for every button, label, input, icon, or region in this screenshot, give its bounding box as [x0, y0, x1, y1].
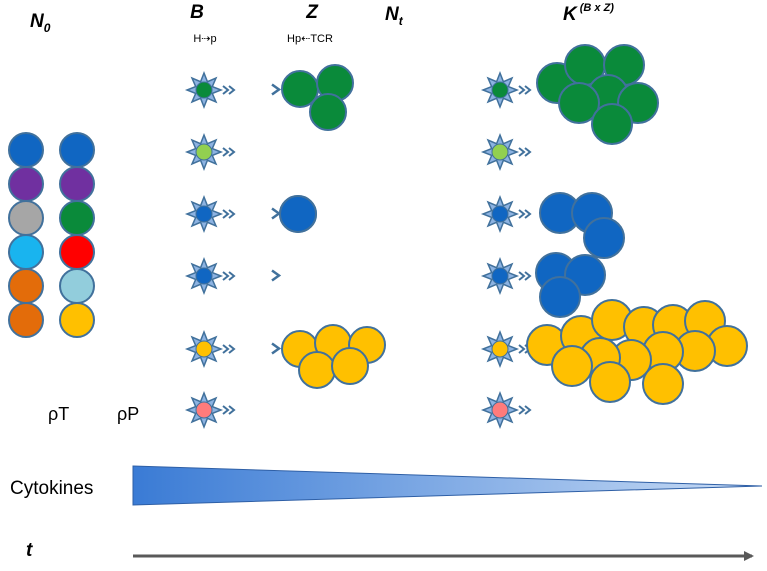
n0-cell: [8, 132, 44, 168]
rho-p-label: ρP: [117, 404, 139, 424]
z-cell: [279, 195, 317, 233]
nt-cell-star: [480, 70, 532, 110]
tcr-receptor: [271, 269, 282, 282]
nt-cell-star: [480, 329, 532, 369]
n0-cell: [8, 166, 44, 202]
clone-row: [184, 390, 532, 430]
k-cell: [539, 276, 581, 318]
n0-cell-columns: [8, 132, 95, 338]
k-cell: [642, 363, 684, 405]
k-cell: [583, 217, 625, 259]
b-cell-star: [184, 70, 236, 110]
header-z-note: Hp⇠TCR: [287, 33, 333, 45]
header-k: K(B x Z): [563, 2, 614, 25]
k-cell: [591, 103, 633, 145]
n0-cell: [59, 200, 95, 236]
n0-cell: [8, 200, 44, 236]
nt-cell-star: [480, 194, 532, 234]
n0-cell: [59, 132, 95, 168]
b-cell-star: [184, 329, 236, 369]
z-cell: [309, 93, 347, 131]
n0-cell: [59, 302, 95, 338]
clone-row: [184, 192, 625, 259]
header-nt: Nt: [385, 4, 404, 28]
b-cell-star: [184, 194, 236, 234]
n0-cell: [8, 268, 44, 304]
time-label: t: [26, 540, 33, 561]
clone-rows: [184, 44, 748, 430]
n0-cell: [59, 234, 95, 270]
nt-cell-star: [480, 132, 532, 172]
tcr-receptor: [271, 207, 282, 220]
clone-row: [184, 132, 532, 172]
k-cell: [551, 345, 593, 387]
header-b-note: H⇢p: [193, 33, 216, 45]
z-cell: [298, 351, 336, 389]
tcr-receptor: [271, 342, 282, 355]
b-cell-star: [184, 390, 236, 430]
z-cell: [331, 347, 369, 385]
b-cell-star: [184, 132, 236, 172]
n0-cell: [59, 166, 95, 202]
cytokines-label: Cytokines: [10, 478, 93, 499]
tcr-receptor: [271, 83, 282, 96]
clone-row: [184, 44, 659, 145]
nt-cell-star: [480, 256, 532, 296]
clone-row: [184, 299, 748, 405]
n0-cell: [59, 268, 95, 304]
clone-row: [184, 195, 606, 318]
b-cell-star: [184, 256, 236, 296]
rho-t-label: ρT: [48, 404, 69, 424]
header-n0: N0: [30, 11, 51, 35]
n0-cell: [8, 234, 44, 270]
k-cell: [589, 361, 631, 403]
k-cell: [558, 82, 600, 124]
nt-cell-star: [480, 390, 532, 430]
header-z: Z: [305, 2, 319, 23]
n0-cell: [8, 302, 44, 338]
cytokine-gradient-wedge: [132, 465, 763, 506]
header-b: B: [190, 2, 204, 23]
